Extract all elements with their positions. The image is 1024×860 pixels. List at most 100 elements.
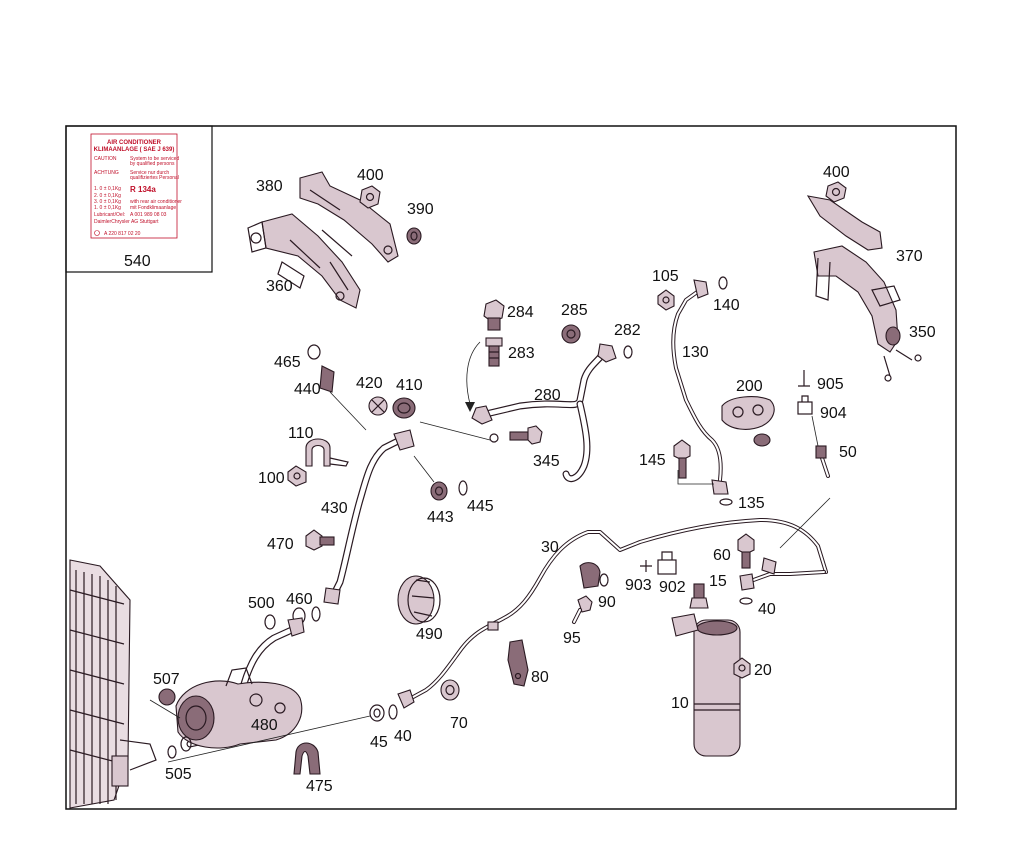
ring-443	[430, 481, 448, 501]
bracket-80	[507, 639, 529, 687]
oring-140	[718, 276, 728, 290]
leader-443	[413, 455, 435, 483]
diagram-frame	[65, 125, 957, 810]
nut-400-left	[359, 185, 381, 209]
callout-380: 380	[256, 178, 283, 195]
callout-60: 60	[713, 547, 731, 564]
card-lubricant-label: Lubricant/Oel:	[94, 212, 125, 218]
callout-282: 282	[614, 322, 641, 339]
connector-902	[657, 551, 677, 575]
card-row-3: 3. 0 ± 0,1Kg	[94, 199, 121, 205]
callout-345: 345	[533, 453, 560, 470]
callout-505: 505	[165, 766, 192, 783]
callout-465: 465	[274, 354, 301, 371]
nut-20	[733, 657, 751, 679]
callout-445: 445	[467, 498, 494, 515]
bracket-assembly-left	[247, 171, 399, 309]
callout-470: 470	[267, 536, 294, 553]
callout-460: 460	[286, 591, 313, 608]
hose-430	[323, 429, 415, 605]
nut-100	[287, 465, 307, 487]
callout-480: 480	[251, 717, 278, 734]
nut-400-right	[825, 181, 847, 203]
bolt-95	[572, 595, 593, 624]
card-caution: CAUTION	[94, 156, 117, 162]
callout-135: 135	[738, 495, 765, 512]
cap-420	[368, 396, 388, 416]
line-30	[397, 497, 831, 709]
card-heading-1: AIR CONDITIONER	[107, 140, 162, 146]
callout-903: 903	[625, 577, 652, 594]
cover-200	[721, 396, 775, 447]
bracket-assembly-right	[806, 195, 922, 382]
card-part-number: A 220 817 02 20	[104, 231, 141, 237]
connector-904	[797, 395, 813, 415]
condenser	[69, 559, 157, 809]
card-heading-2: KLIMAANLAGE ( SAE J 639)	[94, 147, 175, 153]
label-inset-box	[65, 125, 213, 273]
fitting-40-right	[739, 557, 826, 605]
callout-440: 440	[294, 381, 321, 398]
callout-20: 20	[754, 662, 772, 679]
callout-10: 10	[671, 695, 689, 712]
callout-430: 430	[321, 500, 348, 517]
callout-500: 500	[248, 595, 275, 612]
callout-15: 15	[709, 573, 727, 590]
callout-350: 350	[909, 324, 936, 341]
arrow-283-head	[465, 402, 475, 412]
cap-903	[640, 560, 652, 572]
callout-280: 280	[534, 387, 561, 404]
card-achtung: ACHTUNG	[94, 170, 119, 176]
callout-145: 145	[639, 452, 666, 469]
callout-400-right: 400	[823, 164, 850, 181]
clutch-490	[397, 575, 441, 625]
callout-410: 410	[396, 377, 423, 394]
oring-282	[623, 345, 633, 359]
valve-440	[319, 365, 367, 431]
callout-370: 370	[896, 248, 923, 265]
card-refrigerant: R 134a	[130, 185, 156, 194]
callout-40-right: 40	[758, 601, 776, 618]
callout-30: 30	[541, 539, 559, 556]
card-row-4-note: mit Fondklimaanlage	[130, 205, 176, 211]
compressor	[175, 667, 303, 749]
callout-443: 443	[427, 509, 454, 526]
card-row-4: 1. 0 ± 0,1Kg	[94, 205, 121, 211]
oring-40-left	[388, 704, 398, 720]
callout-390: 390	[407, 201, 434, 218]
bolt-145	[673, 439, 714, 485]
bolt-60	[737, 533, 755, 569]
callout-70: 70	[450, 715, 468, 732]
sensor-50	[811, 415, 830, 478]
callout-490: 490	[416, 626, 443, 643]
bushing-70	[440, 679, 460, 701]
callout-140: 140	[713, 297, 740, 314]
fitting-284	[483, 299, 505, 331]
callout-50: 50	[839, 444, 857, 461]
card-manufacturer: DaimlerChrysler AG Stuttgart	[94, 219, 159, 225]
sensor-90	[579, 562, 609, 589]
label-card: AIR CONDITIONER KLIMAANLAGE ( SAE J 639)…	[90, 133, 182, 239]
callout-475: 475	[306, 778, 333, 795]
callout-95: 95	[563, 630, 581, 647]
callout-45: 45	[370, 734, 388, 751]
hose-280	[471, 343, 617, 483]
clamp-110	[305, 438, 349, 467]
callout-labels: 540 380 400 390 360 400 370 350 105 140 …	[124, 164, 936, 795]
fitting-465	[307, 344, 321, 360]
card-caution-text-2: by qualified persons	[130, 161, 175, 167]
callout-904: 904	[820, 405, 847, 422]
cap-905	[798, 370, 810, 387]
callout-105: 105	[652, 268, 679, 285]
callout-902: 902	[659, 579, 686, 596]
receiver-drier-10	[671, 613, 741, 757]
cap-410	[392, 397, 416, 419]
card-caution-text-1: System to be serviced	[130, 156, 179, 162]
card-row-1: 1. 0 ± 0,1Kg	[94, 186, 121, 192]
callout-400: 400	[357, 167, 384, 184]
card-row-3-note: with rear air conditioner	[130, 199, 182, 205]
callout-420: 420	[356, 375, 383, 392]
arrow-283	[466, 341, 481, 405]
callout-80: 80	[531, 669, 549, 686]
